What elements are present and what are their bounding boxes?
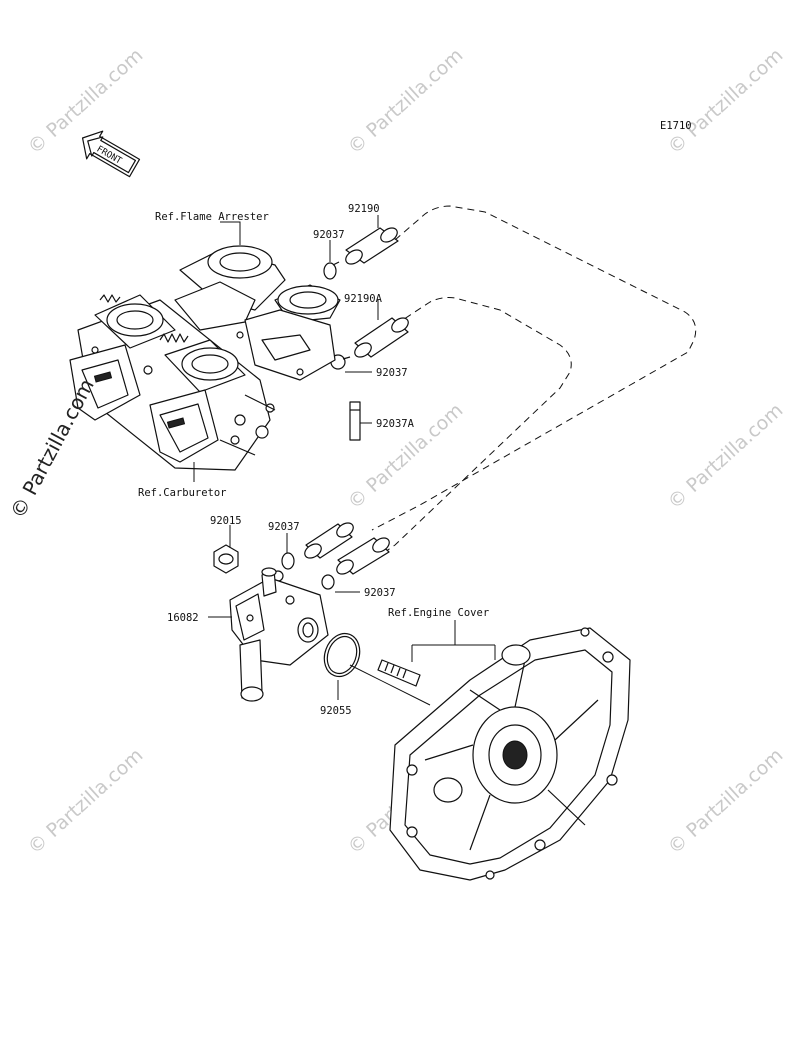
watermark-side: © Partzilla.com — [5, 375, 99, 523]
stud-bolt — [377, 659, 421, 687]
diagram-code: E1710 — [660, 120, 692, 132]
hose-92190A — [354, 317, 409, 358]
bypass-fitting-16082 — [229, 567, 329, 702]
clamp-92037-top — [323, 261, 340, 280]
flame-arrester — [174, 245, 341, 381]
hose-lower-right — [336, 537, 390, 575]
o-ring-92055 — [323, 632, 361, 678]
engine-cover — [389, 627, 631, 881]
label-92055: 92055 — [320, 705, 352, 717]
hose-routing-lines — [371, 205, 697, 553]
watermark-text: © Partzilla.com — [344, 44, 468, 158]
label-92190A: 92190A — [344, 293, 383, 305]
label-92037A: 92037A — [376, 418, 415, 430]
label-ref-engine-cover: Ref.Engine Cover — [388, 607, 489, 619]
front-arrow-icon: FRONT — [81, 130, 141, 178]
clamp-92037-low — [272, 552, 295, 582]
watermark-text: © Partzilla.com — [664, 44, 788, 158]
watermark-text: © Partzilla.com — [344, 399, 468, 513]
label-ref-carburetor: Ref.Carburetor — [138, 487, 227, 499]
clamp-92037-bot — [321, 574, 335, 590]
label-92037-mid: 92037 — [376, 367, 408, 379]
hose-lower-left — [304, 522, 354, 559]
label-92037-low: 92037 — [268, 521, 300, 533]
hose-92190 — [345, 227, 399, 265]
clamp-92037A — [349, 401, 361, 441]
watermark-text: © Partzilla.com — [664, 744, 788, 858]
nut-92015 — [213, 544, 239, 574]
label-16082: 16082 — [167, 612, 199, 624]
label-ref-flame-arrester: Ref.Flame Arrester — [155, 211, 269, 223]
label-92037-top: 92037 — [313, 229, 345, 241]
label-92015: 92015 — [210, 515, 242, 527]
label-92037-bot: 92037 — [364, 587, 396, 599]
leader-lines — [193, 215, 496, 706]
watermark-text: © Partzilla.com — [664, 399, 788, 513]
carburetor-assembly — [69, 294, 276, 471]
watermark-text: © Partzilla.com — [24, 744, 148, 858]
label-92190: 92190 — [348, 203, 380, 215]
